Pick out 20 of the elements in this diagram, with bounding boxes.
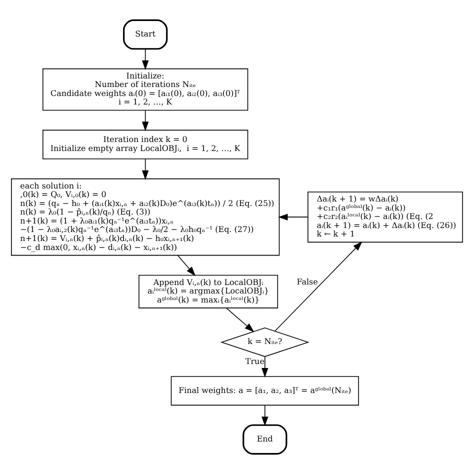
arrow: [177, 255, 196, 276]
arrow: [142, 110, 149, 132]
node-box: Initialize: Number of iterations Nᵢₜₑ Candidate weights aᵢ(0) = [aᵢ₁(0), aᵢ₂(0), aᵢ₃(0)]ᵀ i = 1, 2, …, K: [42, 68, 248, 111]
node-box: End: [242, 424, 288, 455]
arrow: [278, 214, 308, 220]
node-box: each solution i: ,0(k) = Q₀, Vᵢ,₀(k) = 0 n(k) = (qₙ − h₀ + (aᵢ₁(k)xᵢ,ₙ + aᵢ₂(k)D₀)e^(aᵢ₃(k)tₙ)) / 2 (Eq. (25)) n(k) = λ₀(1 − p̂ᵢ,ₙ(k)/qₙ) (Eq. (3)) n+1(k) = (1 + λ₀aᵢ₁(k)qₙ⁻¹e^(aᵢ₃tₙ))xᵢ,ₙ −(1 − λ₀aᵢ,₂(k)qₙ⁻¹e^(aᵢ₃tₙ))D₀ − λ₀/2 − λ₀h₀qₙ⁻¹ (Eq. (27)) n+1(k) = Vᵢ,ₙ(k) + p̂ᵢ,ₙ(k)dᵢ,ₙ(k) − h₀xᵢ,ₙ₊₁(k) −c_d max(0, xᵢ,ₙ(k) − dᵢ,ₙ(k) − xᵢ,ₙ₊₁(k)): [11, 178, 280, 256]
node-diamond: k = Nᵢₜₑ?: [220, 327, 310, 357]
arrow: [262, 356, 268, 378]
arrow: [226, 308, 254, 332]
node-box: Start: [123, 19, 168, 50]
edge-label: False: [296, 277, 318, 286]
arrow: [262, 404, 268, 426]
arrow: [142, 158, 149, 180]
arrow: [274, 241, 362, 332]
node-box: Final weights: a = [a₁, a₂, a₃]ᵀ = aᵍˡᵒᵇᵃˡ(Nᵢₜₑ): [170, 376, 359, 406]
node-box: Iteration index k = 0 Initialize empty array LocalOBJᵢ, i = 1, 2, …, K: [42, 130, 248, 160]
node-box: Append Vᵢ,ₙ(k) to LocalOBJᵢ aᵢˡᵒᶜᵃˡ(k) = argmax{LocalOBJᵢ} aᵍˡᵒᵇᵃˡ(k) = maxᵢ{aᵢˡᵒᶜᵃˡ(k)}: [138, 274, 278, 308]
arrow: [142, 48, 149, 70]
node-box: Δaᵢ(k + 1) = wΔaᵢ(k) +c₁r₁(aᵍˡᵒᵇᵃˡ(k) − aᵢ(k)) +c₂r₂(aᵢˡᵒᶜᵃˡ(k) − aᵢ(k)) (Eq. (2 aᵢ(k + 1) = aᵢ(k) + Δaᵢ(k) (Eq. (26)) k ← k + 1: [308, 192, 463, 243]
edge-label: True: [245, 356, 264, 366]
